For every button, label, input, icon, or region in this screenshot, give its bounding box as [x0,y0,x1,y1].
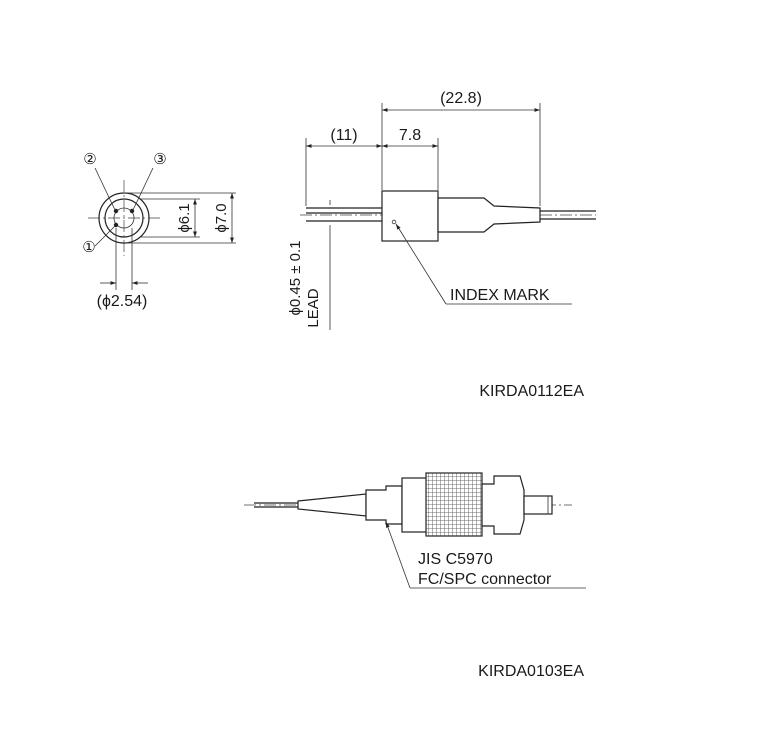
pin-label-2: ② [83,151,96,168]
knurled-nut [425,472,483,537]
connector-nut-base [401,477,429,533]
index-mark-leader [395,223,447,305]
fiber-boot [437,197,541,233]
leader-pin-1 [94,225,116,247]
connector-taper [297,493,367,517]
pin-circle [113,207,135,229]
dim-total-label: (22.8) [440,90,482,107]
drawing-code-2: KIRDA0103EA [478,663,584,680]
package-body [381,190,439,242]
leader-pin-2 [94,167,116,211]
inner-circle [104,198,144,238]
dim-inner-label: ϕ6.1 [176,203,193,232]
drawing-code-1: KIRDA0112EA [479,383,584,400]
leader-pin-3 [132,167,154,211]
index-mark-label: INDEX MARK [450,287,550,304]
dim-pitch-label: (ϕ2.54) [97,293,148,310]
connector-leader [385,521,411,589]
connector-view: JIS C5970 FC/SPC connector [244,472,586,589]
ferrule [523,495,553,515]
lead-dia-label: ϕ0.45 ± 0.1 [287,240,304,315]
connector-housing [481,475,525,535]
connector-label: FC/SPC connector [418,571,552,588]
front-view: ② ③ ① ϕ6.1 ϕ7.0 (ϕ2.54) [82,151,236,310]
index-mark-dot [391,219,397,225]
lead-label: LEAD [305,288,322,327]
dim-outer-label: ϕ7.0 [213,203,230,232]
dim-lead-label: (11) [330,127,357,144]
dim-body-label: 7.8 [399,127,421,144]
pin-label-3: ③ [153,151,166,168]
connector-boot [365,485,403,525]
pin-label-1: ① [82,239,95,256]
side-view: (22.8) (11) 7.8 ϕ0.45 ± 0.1 LEAD INDEX M… [287,90,596,330]
standard-label: JIS C5970 [418,551,493,568]
